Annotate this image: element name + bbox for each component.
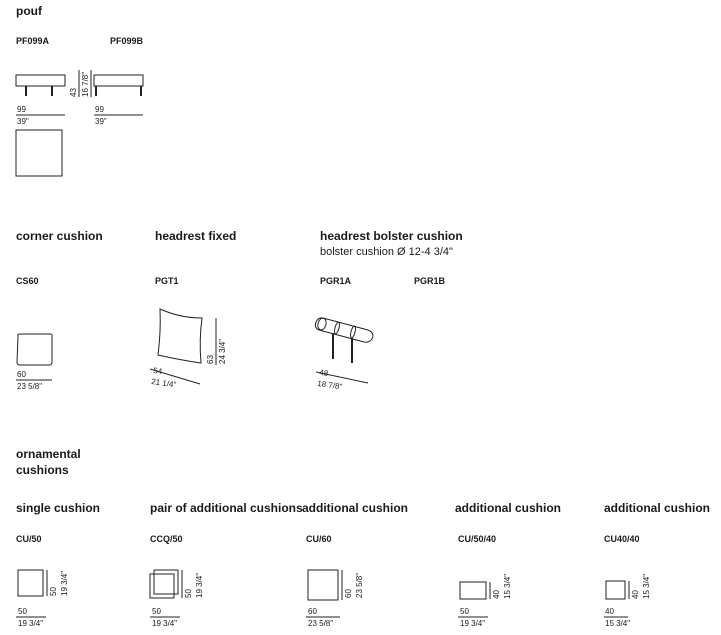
dim-height-cm: 50	[184, 589, 193, 598]
ornamental-item-title: pair of additional cushions	[150, 501, 303, 515]
ornamental-item-title: single cushion	[16, 501, 101, 515]
dim-height-cm: 60	[344, 589, 353, 598]
dim-height-in: 15 3/4"	[503, 573, 512, 599]
product-code-cs60: CS60	[16, 276, 39, 286]
pouf-a-side-view	[16, 75, 65, 96]
cushion-60-drawing	[306, 570, 342, 617]
dim-height-in: 23 5/8"	[355, 572, 364, 598]
ornamental-item-title: additional cushion	[302, 501, 409, 515]
section-title-ornamental-line2: cushions	[16, 463, 69, 477]
ornamental-item-code: CU/50	[16, 534, 42, 544]
section-title-headrest-fixed: headrest fixed	[155, 229, 237, 243]
pouf-a-width-in: 39"	[17, 117, 29, 126]
dim-width-cm: 40	[605, 607, 614, 616]
ornamental-item-title: additional cushion	[455, 501, 562, 515]
pouf-top-view	[16, 130, 62, 176]
dim-width-cm: 50	[460, 607, 469, 616]
dim-width-in: 19 3/4"	[18, 619, 44, 628]
dim-height-in: 15 3/4"	[642, 573, 651, 599]
corner-cushion-width-in: 23 5/8"	[17, 382, 43, 391]
cushion-40-40-drawing	[604, 581, 629, 617]
ornamental-item-code: CCQ/50	[150, 534, 183, 544]
section-title-corner-cushion: corner cushion	[16, 229, 103, 243]
dim-height-cm: 50	[49, 587, 58, 596]
dim-height-in: 19 3/4"	[60, 570, 69, 596]
product-code-pf099a: PF099A	[16, 36, 50, 46]
dim-height-cm: 40	[631, 590, 640, 599]
product-code-pf099b: PF099B	[110, 36, 144, 46]
ornamental-item-code: CU40/40	[604, 534, 640, 544]
product-code-pgr1b: PGR1B	[414, 276, 446, 286]
dim-width-cm: 50	[152, 607, 161, 616]
bolster-subtitle: bolster cushion Ø 12-4 3/4"	[320, 246, 453, 258]
dim-width-in: 19 3/4"	[152, 619, 178, 628]
single-cushion-drawing	[16, 570, 47, 617]
dim-width-in: 19 3/4"	[460, 619, 486, 628]
product-code-pgt1: PGT1	[155, 276, 179, 286]
cushion-50-40-drawing	[458, 582, 490, 617]
pouf-b-side-view	[94, 75, 143, 96]
product-code-pgr1a: PGR1A	[320, 276, 352, 286]
dim-width-in: 15 3/4"	[605, 619, 631, 628]
dim-height-cm: 40	[492, 590, 501, 599]
pair-cushions-drawing	[150, 570, 182, 617]
dim-width-cm: 60	[308, 607, 317, 616]
ornamental-item-title: additional cushion	[604, 501, 711, 515]
pouf-a-width-cm: 99	[17, 105, 26, 114]
dim-width-cm: 50	[18, 607, 27, 616]
dim-height-in: 19 3/4"	[195, 572, 204, 598]
section-title-pouf: pouf	[16, 4, 42, 18]
dim-width-in: 23 5/8"	[308, 619, 334, 628]
ornamental-item-code: CU/60	[306, 534, 332, 544]
corner-cushion-width-cm: 60	[17, 370, 26, 379]
section-title-headrest-bolster: headrest bolster cushion	[320, 229, 463, 243]
pouf-b-width-cm: 99	[95, 105, 104, 114]
ornamental-item-code: CU/50/40	[458, 534, 497, 544]
pouf-b-width-in: 39"	[95, 117, 107, 126]
section-title-ornamental-line1: ornamental	[16, 447, 81, 461]
